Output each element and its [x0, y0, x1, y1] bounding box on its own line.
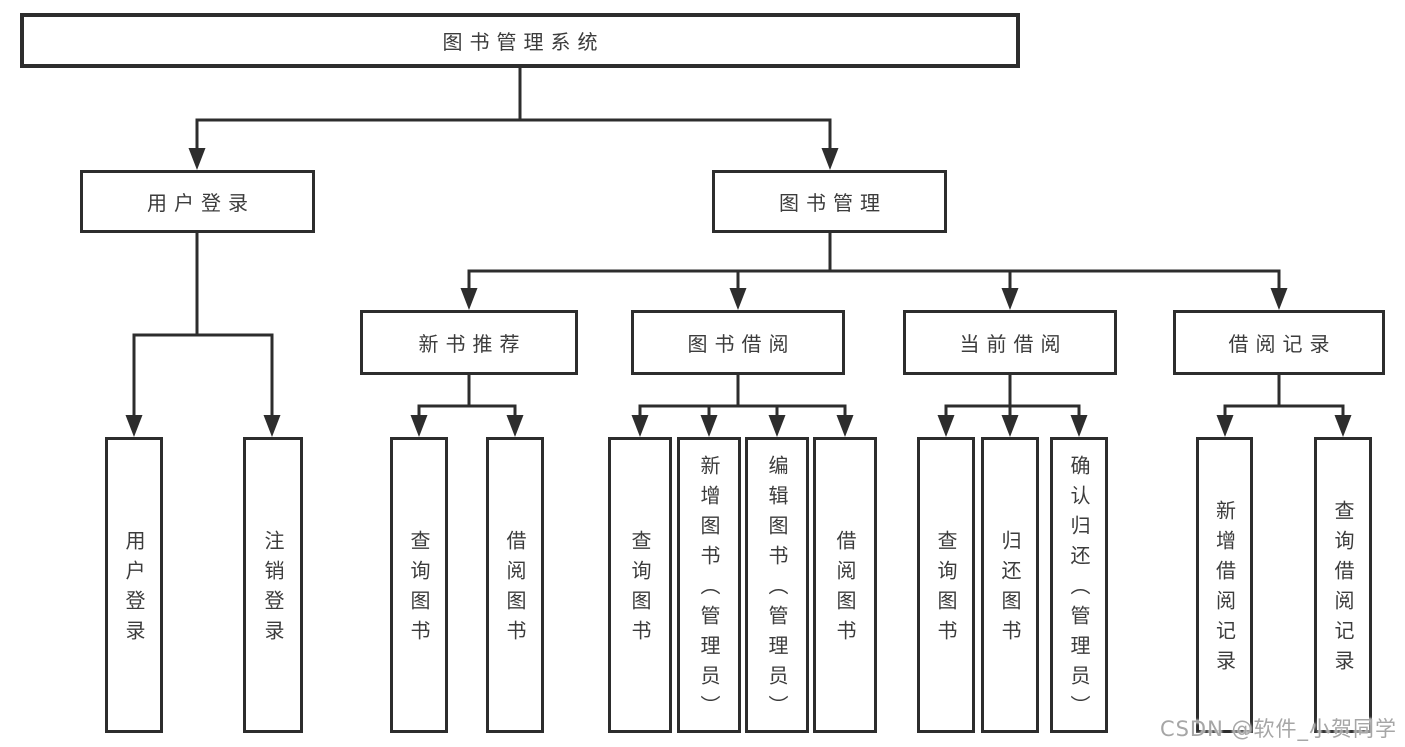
node-leaf-user-login: 用户登录	[105, 437, 163, 733]
node-module-new-book-recommend: 新书推荐	[360, 310, 578, 375]
node-leaf-add-borrow-record-label: 新增借阅记录	[1212, 500, 1237, 680]
node-module-new-book-recommend-label: 新书推荐	[418, 332, 527, 356]
node-leaf-borrowing-query-books-label: 查询图书	[628, 530, 652, 650]
node-leaf-logout: 注销登录	[243, 437, 303, 733]
node-leaf-add-borrow-record: 新增借阅记录	[1196, 437, 1253, 733]
node-leaf-confirm-return-admin-label: 确认归还（管理员）	[1067, 455, 1091, 725]
node-module-book-borrowing-label: 图书借阅	[687, 332, 796, 356]
node-module-current-borrowing: 当前借阅	[903, 310, 1117, 375]
node-root: 图书管理系统	[20, 13, 1020, 68]
node-branch-user-login: 用户登录	[80, 170, 315, 233]
node-leaf-return-books: 归还图书	[981, 437, 1039, 733]
node-leaf-recommend-query-books: 查询图书	[390, 437, 448, 733]
node-leaf-user-login-label: 用户登录	[122, 530, 146, 650]
node-leaf-logout-label: 注销登录	[261, 530, 285, 650]
node-leaf-current-query-books-label: 查询图书	[934, 530, 958, 650]
node-leaf-borrowing-borrow-books: 借阅图书	[813, 437, 877, 733]
node-leaf-query-borrow-record-label: 查询借阅记录	[1331, 500, 1355, 680]
node-branch-user-login-label: 用户登录	[147, 191, 255, 215]
node-module-borrowing-records-label: 借阅记录	[1228, 332, 1337, 356]
node-leaf-query-borrow-record: 查询借阅记录	[1314, 437, 1372, 733]
node-leaf-add-books-admin-label: 新增图书（管理员）	[697, 455, 721, 725]
node-leaf-edit-books-admin-label: 编辑图书（管理员）	[765, 455, 789, 725]
node-leaf-return-books-label: 归还图书	[998, 530, 1022, 650]
node-branch-book-management-label: 图书管理	[779, 191, 887, 215]
node-leaf-edit-books-admin: 编辑图书（管理员）	[745, 437, 809, 733]
node-leaf-add-books-admin: 新增图书（管理员）	[677, 437, 741, 733]
node-module-borrowing-records: 借阅记录	[1173, 310, 1385, 375]
node-leaf-borrowing-borrow-books-label: 借阅图书	[833, 530, 857, 650]
node-leaf-borrowing-query-books: 查询图书	[608, 437, 672, 733]
node-leaf-current-query-books: 查询图书	[917, 437, 975, 733]
node-branch-book-management: 图书管理	[712, 170, 947, 233]
node-leaf-recommend-borrow-books: 借阅图书	[486, 437, 544, 733]
node-leaf-recommend-borrow-books-label: 借阅图书	[503, 530, 527, 650]
node-leaf-recommend-query-books-label: 查询图书	[407, 530, 431, 650]
node-module-book-borrowing: 图书借阅	[631, 310, 845, 375]
csdn-watermark: CSDN @软件_小贺同学	[1159, 717, 1397, 741]
node-root-label: 图书管理系统	[442, 30, 605, 54]
arrowheads	[125, 148, 1352, 437]
node-module-current-borrowing-label: 当前借阅	[959, 332, 1068, 356]
node-leaf-confirm-return-admin: 确认归还（管理员）	[1050, 437, 1108, 733]
